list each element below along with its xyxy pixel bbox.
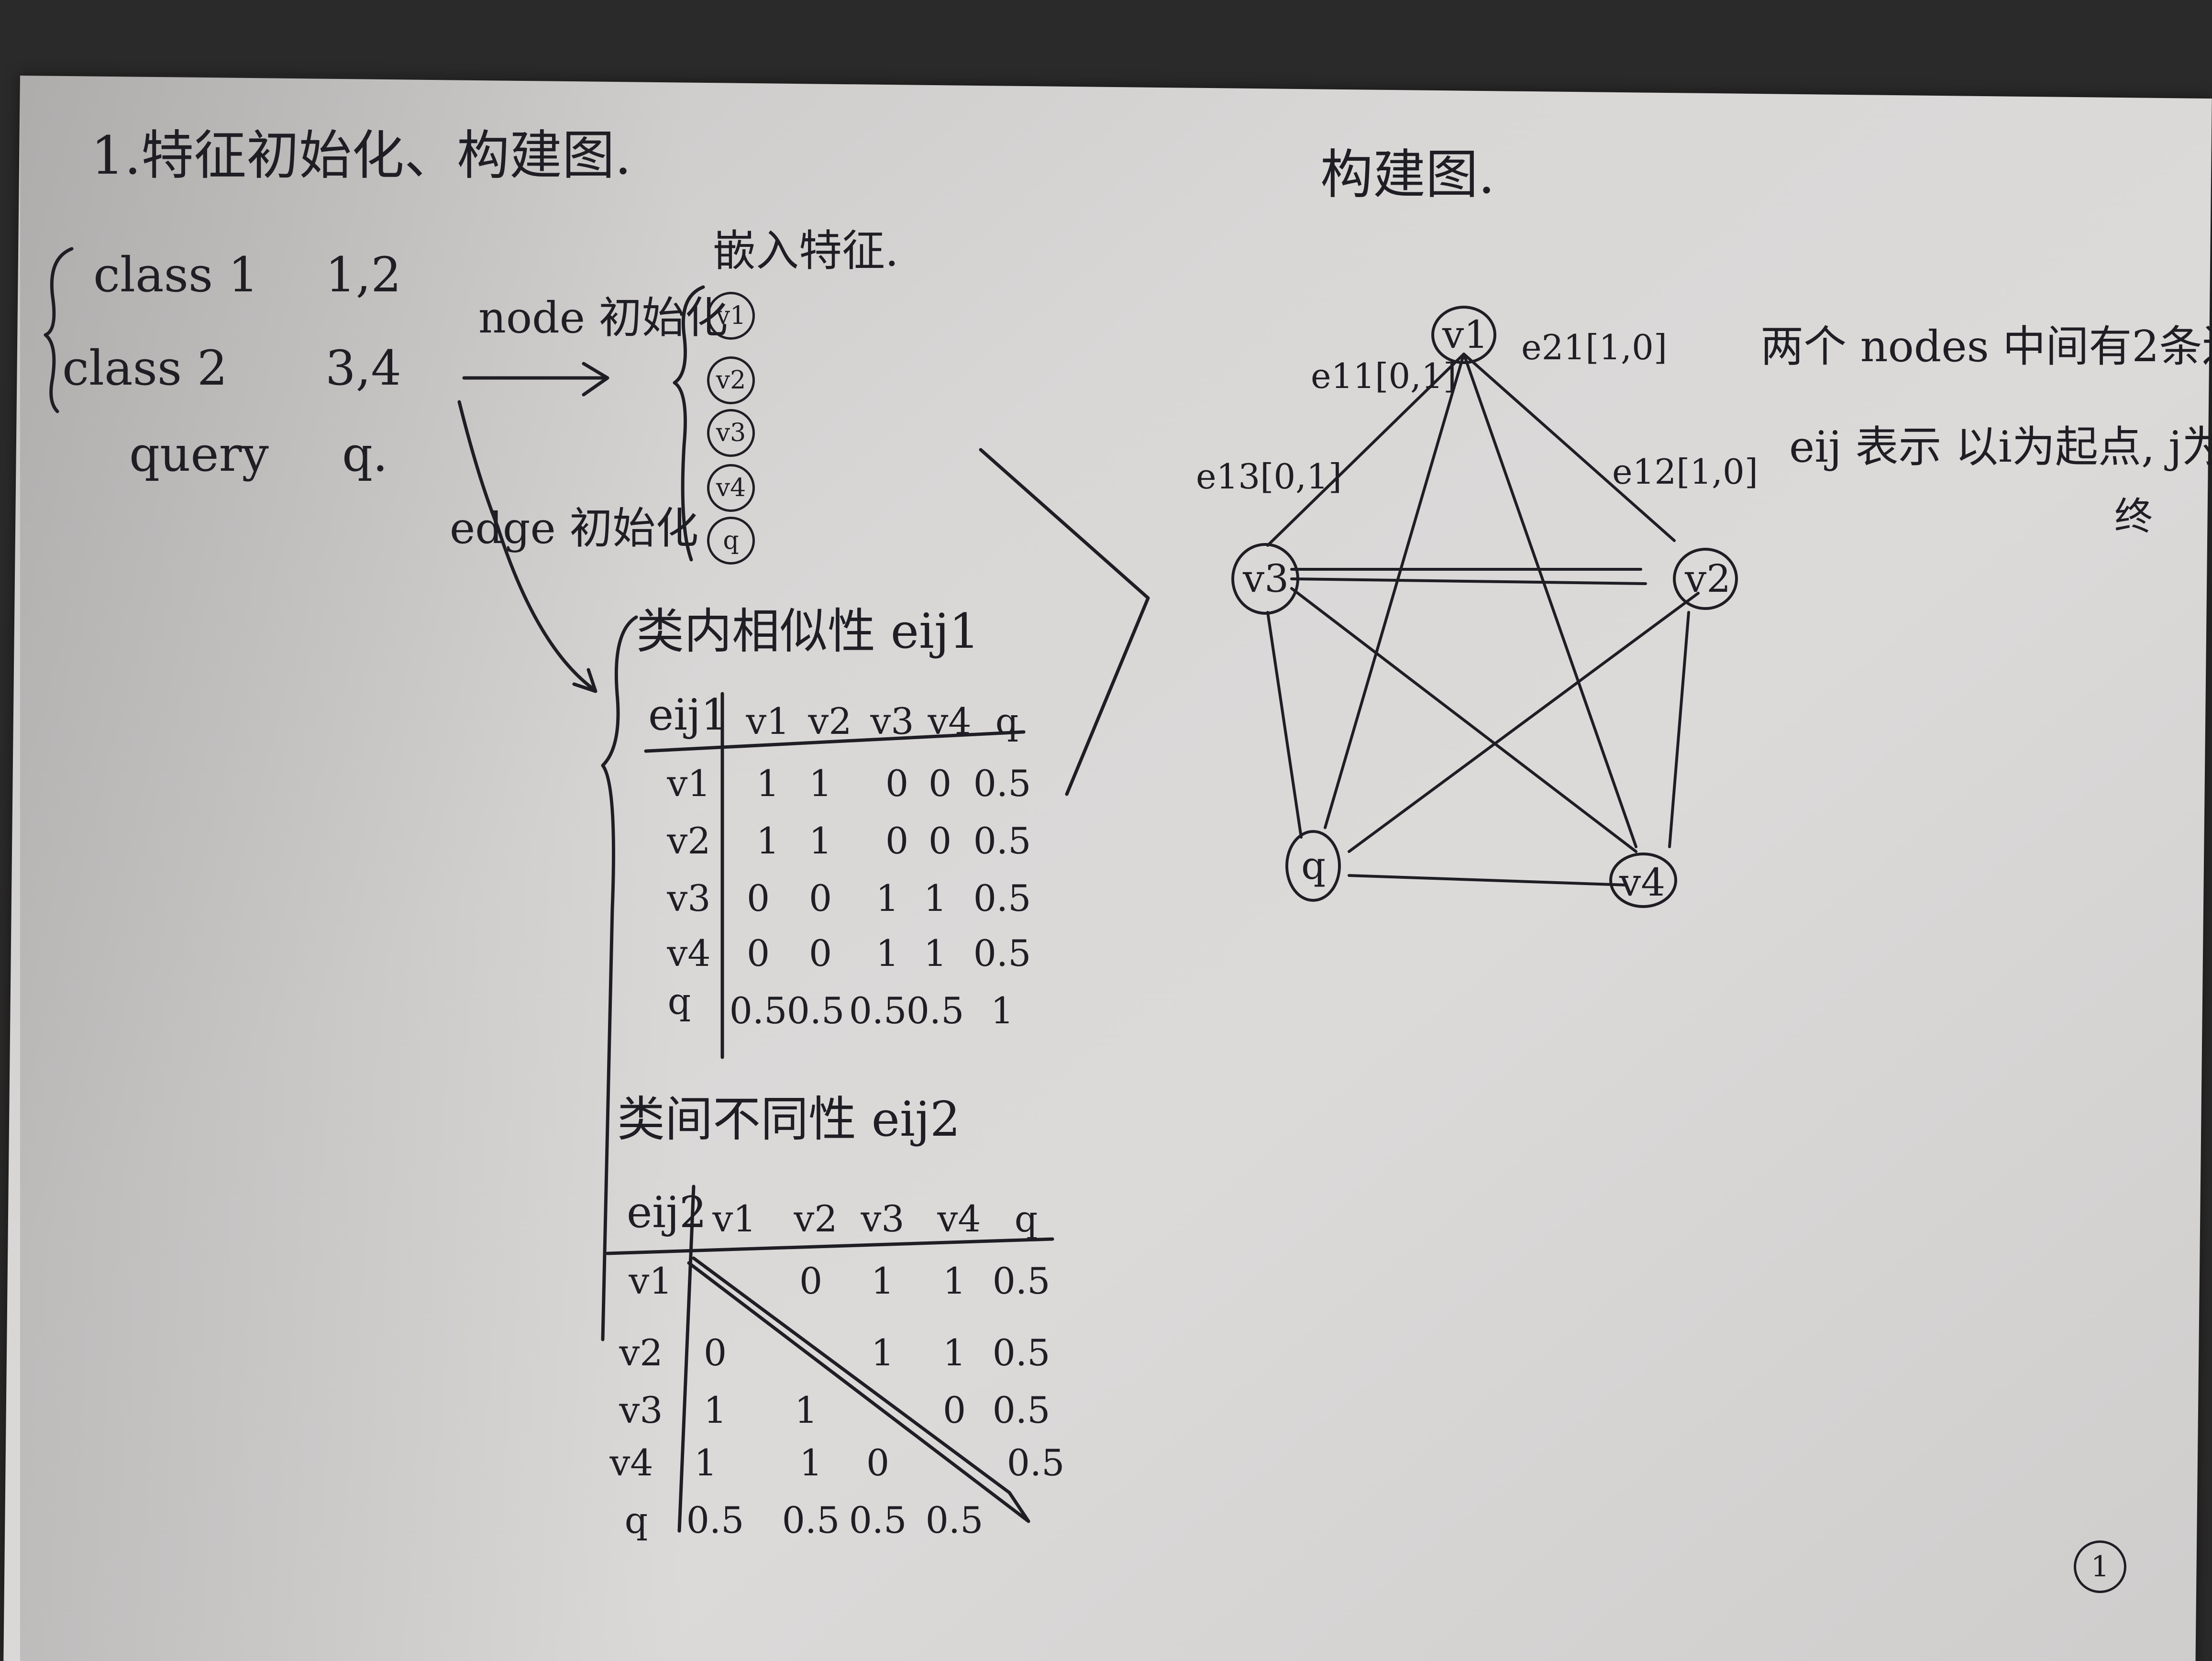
query-ids: q. xyxy=(342,426,388,482)
embed-node-v1: v1 xyxy=(707,292,755,340)
table2-cell: 1 xyxy=(703,1389,727,1431)
table1-cell: 0.5 xyxy=(786,989,845,1032)
table1-cell: 0 xyxy=(885,819,909,862)
table2-cell: 0.5 xyxy=(782,1499,840,1541)
table1-title: 类内相似性 eij1 xyxy=(636,603,980,659)
table2-cell: 0.5 xyxy=(1006,1441,1065,1484)
note-two-edges: 两个 nodes 中间有2条边 xyxy=(1760,321,2212,372)
table2-cell: 0 xyxy=(942,1389,966,1431)
table2-cell: 1 xyxy=(942,1260,966,1302)
table1-row-label: q xyxy=(667,980,691,1022)
embed-node-q: q xyxy=(707,517,755,565)
table1-cell: 1 xyxy=(923,932,947,974)
table2-cell: 0 xyxy=(866,1441,890,1484)
graph-node-v2: v2 xyxy=(1685,556,1731,601)
table1-cell: 1 xyxy=(808,819,832,862)
class-1-ids: 1,2 xyxy=(325,247,402,303)
page-heading: 1.特征初始化、构建图. xyxy=(91,125,631,186)
table1-cell: 0 xyxy=(928,762,952,805)
table1-row-label: v4 xyxy=(667,932,711,974)
table1-row-label: v1 xyxy=(667,762,711,805)
table1-cell: 0.5 xyxy=(973,819,1031,862)
table2-col-header: v1 xyxy=(712,1197,756,1240)
table2-row-label: v2 xyxy=(619,1331,663,1374)
table2-cell: 1 xyxy=(799,1441,823,1484)
table2-cell: 1 xyxy=(942,1331,966,1374)
table2-cell: 1 xyxy=(871,1260,895,1302)
embed-feature-label: 嵌入特征. xyxy=(713,226,899,276)
table1-cell: 0 xyxy=(928,819,952,862)
note-eij-direction: eij 表示 以i为起点, j为 xyxy=(1789,422,2212,472)
embed-node-v2: v2 xyxy=(707,356,755,404)
table1-row-label: v2 xyxy=(667,819,711,862)
table1-cell: 0 xyxy=(808,877,832,919)
table1-cell: 0 xyxy=(808,932,832,974)
table1-corner: eij1 xyxy=(648,690,729,740)
graph-title: 构建图. xyxy=(1320,144,1495,205)
table1-cell: 1 xyxy=(756,819,780,862)
graph-node-v4: v4 xyxy=(1619,860,1666,905)
graph-node-q: q xyxy=(1301,843,1326,888)
table2-row-label: q xyxy=(624,1499,648,1541)
table1-cell: 0.5 xyxy=(849,989,907,1032)
table1-cell: 1 xyxy=(875,877,899,919)
page-number: 1 xyxy=(2074,1540,2126,1593)
class-1-label: class 1 xyxy=(93,247,259,303)
table2-cell: 0.5 xyxy=(992,1260,1051,1302)
table2-cell: 0.5 xyxy=(992,1389,1051,1431)
edge-label-e21: e21[1,0] xyxy=(1521,327,1667,367)
note-end: 终 xyxy=(2114,494,2153,539)
table2-row-label: v4 xyxy=(609,1441,653,1484)
table1-cell: 1 xyxy=(875,932,899,974)
table2-cell: 1 xyxy=(694,1441,718,1484)
table2-cell: 0.5 xyxy=(992,1331,1051,1374)
table1-cell: 0 xyxy=(746,932,770,974)
table1-col-header: v2 xyxy=(808,700,852,742)
table2-cell: 0.5 xyxy=(686,1499,744,1541)
table2-row-label: v1 xyxy=(629,1260,673,1302)
table1-cell: 0 xyxy=(885,762,909,805)
table2-row-label: v3 xyxy=(619,1389,663,1431)
table2-cell: 0.5 xyxy=(925,1499,984,1541)
embed-node-v4: v4 xyxy=(707,464,755,512)
table1-cell: 1 xyxy=(923,877,947,919)
edge-label-e11: e11[0,1] xyxy=(1311,356,1457,396)
query-label: query xyxy=(129,426,269,482)
edge-label-e12: e12[1,0] xyxy=(1612,452,1758,492)
graph-node-v3: v3 xyxy=(1243,556,1289,601)
table1-cell: 1 xyxy=(990,989,1014,1032)
class-2-ids: 3,4 xyxy=(325,340,402,396)
table2-col-header: v3 xyxy=(861,1197,905,1240)
table1-row-label: v3 xyxy=(667,877,711,919)
table1-cell: 0.5 xyxy=(973,932,1031,974)
table2-cell: 1 xyxy=(794,1389,818,1431)
table1-cell: 0.5 xyxy=(973,762,1031,805)
embed-node-v3: v3 xyxy=(707,409,755,457)
table1-cell: 0.5 xyxy=(729,989,787,1032)
table2-col-header: v2 xyxy=(794,1197,838,1240)
edge-label-e13: e13[0,1] xyxy=(1196,456,1342,497)
table2-cell: 0 xyxy=(799,1260,823,1302)
table2-col-header: v4 xyxy=(937,1197,981,1240)
table2-cell: 0 xyxy=(703,1331,727,1374)
table1-cell: 1 xyxy=(808,762,832,805)
table2-cell: 1 xyxy=(871,1331,895,1374)
table1-cell: 1 xyxy=(756,762,780,805)
table1-cell: 0.5 xyxy=(906,989,964,1032)
table2-col-header: q xyxy=(1014,1197,1038,1240)
graph-node-v1: v1 xyxy=(1442,312,1489,357)
table1-col-header: v1 xyxy=(746,700,790,742)
table1-col-header: v3 xyxy=(870,700,914,742)
table1-cell: 0 xyxy=(746,877,770,919)
table1-cell: 0.5 xyxy=(973,877,1031,919)
table2-cell: 0.5 xyxy=(849,1499,907,1541)
table2-title: 类间不同性 eij2 xyxy=(617,1091,961,1147)
class-2-label: class 2 xyxy=(62,340,228,396)
